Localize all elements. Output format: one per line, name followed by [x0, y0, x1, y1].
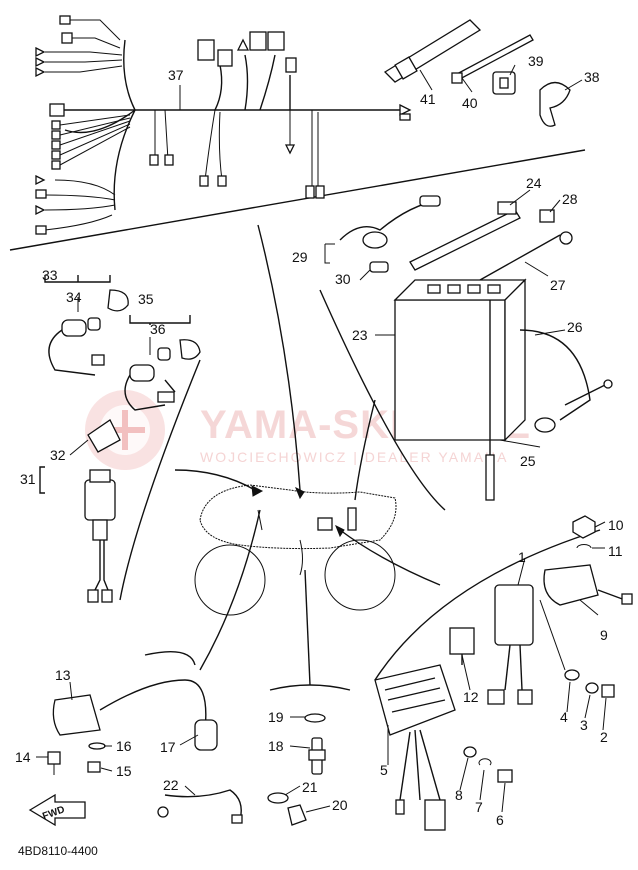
- part-label-23: 23: [352, 327, 368, 343]
- part-label-13: 13: [55, 667, 71, 683]
- drawing-code: 4BD8110-4400: [18, 844, 98, 858]
- part-label-24: 24: [526, 175, 542, 191]
- part-label-30: 30: [335, 271, 351, 287]
- part-label-31: 31: [20, 471, 36, 487]
- ignition-coil-section: [28, 679, 243, 827]
- part-label-29: 29: [292, 249, 308, 265]
- part-label-20: 20: [332, 797, 348, 813]
- part-label-35: 35: [138, 291, 154, 307]
- part-label-27: 27: [550, 277, 566, 293]
- part-label-39: 39: [528, 53, 544, 69]
- part-label-2: 2: [600, 729, 608, 745]
- part-label-16: 16: [116, 738, 132, 754]
- part-label-34: 34: [66, 289, 82, 305]
- part-label-22: 22: [163, 777, 179, 793]
- part-label-28: 28: [562, 191, 578, 207]
- part-label-14: 14: [15, 749, 31, 765]
- part-label-32: 32: [50, 447, 66, 463]
- watermark-subtitle: WOJCIECHOWICZ | DEALER YAMAHA: [200, 449, 508, 465]
- spark-plug-section: [267, 713, 326, 826]
- part-label-21: 21: [302, 779, 318, 795]
- part-label-9: 9: [600, 627, 608, 643]
- main-switch: [39, 419, 121, 603]
- section-dividers: [9, 149, 601, 691]
- part-label-33: 33: [42, 267, 58, 283]
- wire-harness: [35, 15, 412, 235]
- part-label-3: 3: [580, 717, 588, 733]
- part-label-18: 18: [268, 738, 284, 754]
- part-label-4: 4: [560, 709, 568, 725]
- part-label-41: 41: [420, 91, 436, 107]
- part-label-5: 5: [380, 762, 388, 778]
- part-label-11: 11: [608, 543, 623, 559]
- part-label-26: 26: [567, 319, 583, 335]
- part-label-25: 25: [520, 453, 536, 469]
- watermark: YAMA-SKLEP.PL WOJCIECHOWICZ | DEALER YAM…: [85, 390, 530, 470]
- part-label-15: 15: [116, 763, 132, 779]
- part-label-36: 36: [150, 321, 166, 337]
- motorcycle-outline: [194, 484, 397, 616]
- part-label-8: 8: [455, 787, 463, 803]
- part-label-6: 6: [496, 812, 504, 828]
- electrical-components-section: [374, 515, 633, 831]
- straps-and-clamps: [383, 19, 571, 127]
- part-label-7: 7: [475, 799, 483, 815]
- part-label-40: 40: [462, 95, 478, 111]
- part-label-37: 37: [168, 67, 184, 83]
- part-label-10: 10: [608, 517, 624, 533]
- leader-lines: [36, 64, 607, 813]
- part-label-38: 38: [584, 69, 600, 85]
- part-label-17: 17: [160, 739, 176, 755]
- part-labels: 1 2 3 4 5 6 7 8 9 10 11 12 13 14 15 16 1…: [15, 53, 624, 858]
- part-label-19: 19: [268, 709, 284, 725]
- part-label-1: 1: [518, 549, 526, 565]
- battery-section: [339, 195, 613, 501]
- part-label-12: 12: [463, 689, 479, 705]
- lamp-sockets: [44, 275, 201, 411]
